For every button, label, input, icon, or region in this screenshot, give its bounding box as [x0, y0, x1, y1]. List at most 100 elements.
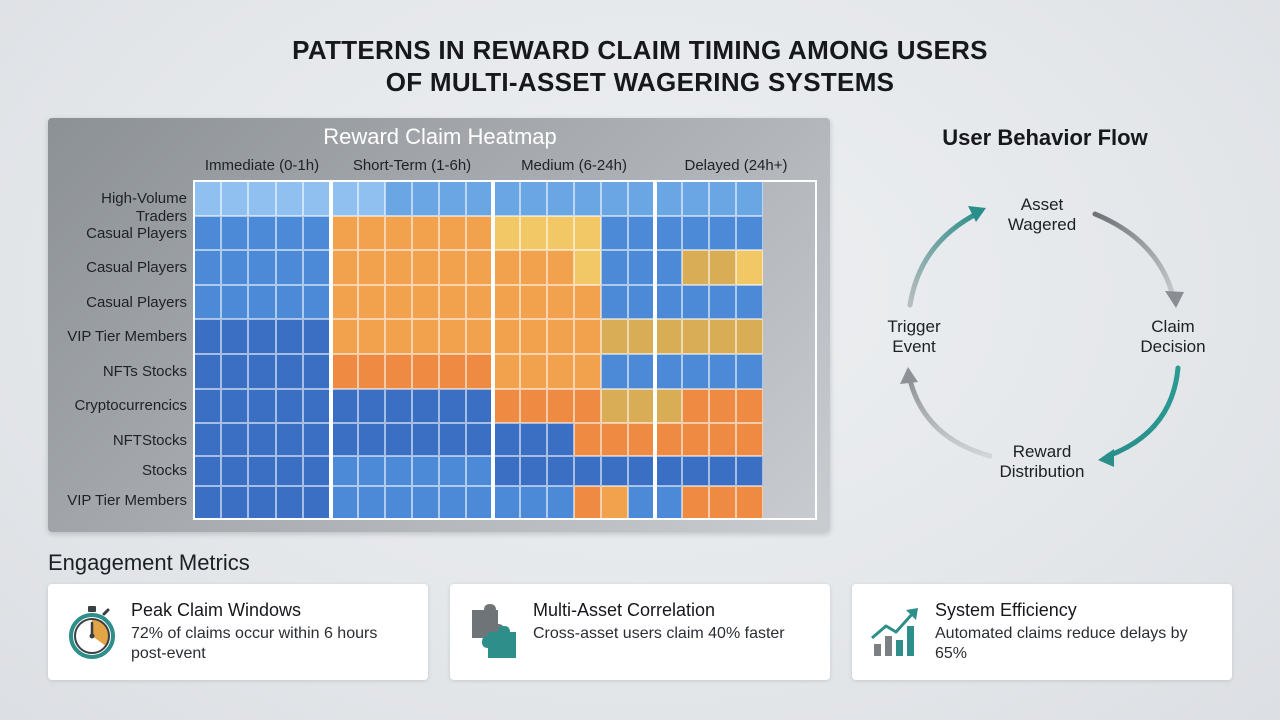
- heatmap-cell: [439, 216, 466, 250]
- heatmap-cell: [358, 456, 385, 486]
- heatmap-cell: [601, 319, 628, 354]
- heatmap-cell: [248, 423, 276, 456]
- flow-node-text: Distribution: [999, 462, 1085, 481]
- heatmap-cell: [574, 354, 601, 389]
- heatmap-cell: [412, 354, 439, 389]
- heatmap-cell: [493, 180, 520, 216]
- heatmap-cell: [385, 216, 412, 250]
- heatmap-cell: [303, 389, 331, 423]
- metric-card-peak-claim-windows: Peak Claim Windows 72% of claims occur w…: [48, 584, 428, 680]
- growth-chart-icon: [871, 608, 918, 656]
- heatmap-cell: [385, 354, 412, 389]
- heatmap-cell: [275, 285, 304, 319]
- row-label: Cryptocurrencics: [74, 397, 187, 414]
- column-header-short-term: Short-Term (1-6h): [352, 157, 472, 174]
- heatmap-cell: [193, 456, 221, 486]
- heatmap-group-separator: [653, 180, 657, 520]
- heatmap-cell: [248, 486, 276, 520]
- heatmap-cell: [628, 423, 655, 456]
- heatmap-cell: [493, 486, 520, 520]
- heatmap-cell: [358, 486, 385, 520]
- row-label: VIP Tier Members: [67, 492, 187, 509]
- heatmap-cell: [574, 486, 601, 520]
- heatmap-cell: [709, 319, 736, 354]
- heatmap-cell: [601, 285, 628, 319]
- heatmap-cell: [493, 389, 520, 423]
- arrow-trigger-to-asset: [907, 206, 986, 308]
- heatmap-cell: [628, 456, 655, 486]
- heatmap-cell: [439, 354, 466, 389]
- heatmap-cell: [547, 389, 574, 423]
- heatmap-cell: [574, 456, 601, 486]
- heatmap-cell: [248, 250, 276, 285]
- metric-card-description: Automated claims reduce delays by 65%: [935, 625, 1188, 662]
- metric-card-system-efficiency: System Efficiency Automated claims reduc…: [852, 584, 1232, 680]
- heatmap-cell: [682, 423, 709, 456]
- heatmap-cell: [601, 216, 628, 250]
- metric-card-description: Cross-asset users claim 40% faster: [533, 625, 785, 642]
- heatmap-cell: [547, 285, 574, 319]
- heatmap-cell: [628, 250, 655, 285]
- heatmap-cell: [628, 354, 655, 389]
- heatmap-cell: [220, 486, 249, 520]
- heatmap-cell: [736, 354, 763, 389]
- heatmap-cell: [520, 486, 547, 520]
- heatmap-cell: [358, 423, 385, 456]
- heatmap-cell: [193, 319, 221, 354]
- heatmap-cell: [248, 389, 276, 423]
- heatmap-cell: [574, 216, 601, 250]
- heatmap-title: Reward Claim Heatmap: [323, 124, 557, 149]
- heatmap-cell: [275, 423, 304, 456]
- flow-node-text: Decision: [1140, 337, 1206, 356]
- heatmap-cell: [736, 389, 763, 423]
- flow-node-text: Reward: [1012, 442, 1072, 461]
- heatmap-cell: [193, 285, 221, 319]
- heatmap-cell: [574, 389, 601, 423]
- heatmap-cell: [303, 456, 331, 486]
- heatmap-cell: [220, 423, 249, 456]
- heatmap-cell: [303, 319, 331, 354]
- heatmap-cell: [412, 285, 439, 319]
- page-title: PATTERNS IN REWARD CLAIM TIMING AMONG US…: [0, 34, 1280, 98]
- arrow-reward-to-trigger: [900, 367, 993, 459]
- heatmap-cell: [439, 180, 466, 216]
- heatmap-cell: [547, 486, 574, 520]
- heatmap-cell: [736, 423, 763, 456]
- heatmap-cell: [358, 354, 385, 389]
- heatmap-cell: [520, 456, 547, 486]
- heatmap-cell: [682, 319, 709, 354]
- heatmap-cell: [736, 216, 763, 250]
- flow-title: User Behavior Flow: [942, 125, 1148, 150]
- heatmap-cell: [412, 180, 439, 216]
- metric-card-title: System Efficiency: [935, 600, 1077, 620]
- heatmap-cell: [193, 250, 221, 285]
- heatmap-cell: [331, 250, 358, 285]
- heatmap-cell: [466, 456, 493, 486]
- heatmap-cell: [682, 389, 709, 423]
- column-header-delayed: Delayed (24h+): [684, 157, 788, 174]
- heatmap-cell: [331, 285, 358, 319]
- heatmap-cell: [574, 319, 601, 354]
- heatmap-cell: [655, 216, 682, 250]
- heatmap-cell: [736, 285, 763, 319]
- heatmap-cell: [601, 250, 628, 285]
- heatmap-cell: [303, 180, 331, 216]
- heatmap-cell: [193, 216, 221, 250]
- heatmap-cell: [655, 389, 682, 423]
- heatmap-cell: [248, 319, 276, 354]
- heatmap-cell: [682, 216, 709, 250]
- heatmap-cell: [709, 423, 736, 456]
- row-label: Casual Players: [86, 259, 187, 276]
- heatmap-cell: [275, 319, 304, 354]
- heatmap-cell: [220, 216, 249, 250]
- heatmap-cell: [574, 180, 601, 216]
- heatmap-cell: [412, 250, 439, 285]
- heatmap-cell: [520, 285, 547, 319]
- heatmap-cell: [601, 486, 628, 520]
- heatmap-cell: [275, 389, 304, 423]
- heatmap-cell: [303, 250, 331, 285]
- heatmap-cell: [358, 285, 385, 319]
- heatmap-cell: [736, 456, 763, 486]
- page-title-line-2: OF MULTI-ASSET WAGERING SYSTEMS: [385, 67, 895, 97]
- heatmap-cell: [385, 486, 412, 520]
